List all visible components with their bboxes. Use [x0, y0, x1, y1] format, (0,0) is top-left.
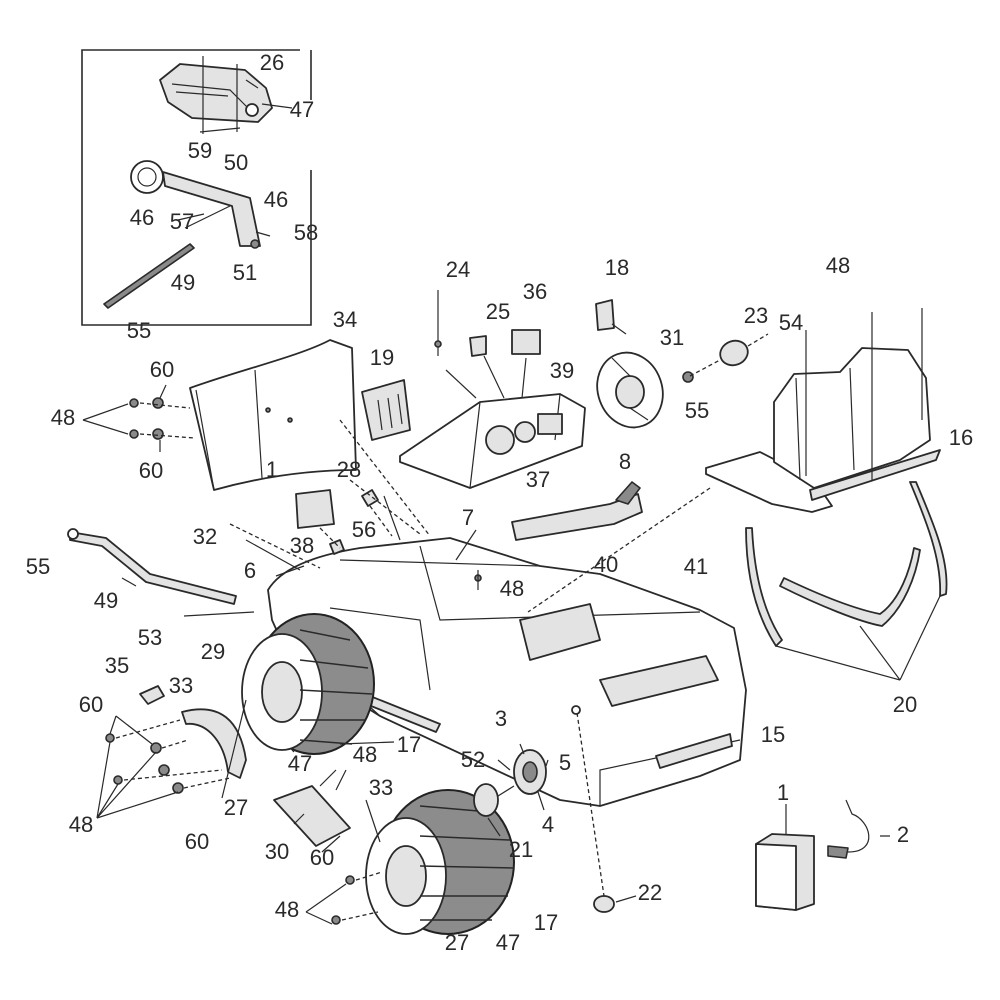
- callout-label: 55: [26, 554, 50, 579]
- callout-label: 25: [486, 299, 510, 324]
- callout-label: 55: [127, 318, 151, 343]
- callout-label: 6: [244, 558, 256, 583]
- seat-part: [705, 308, 941, 513]
- callout-label: 35: [105, 653, 129, 678]
- hood-screws: [82, 384, 196, 452]
- callout-label: 51: [233, 260, 257, 285]
- hood-part: [189, 339, 357, 491]
- battery-small-parts: [229, 419, 482, 590]
- callout-label: 29: [201, 639, 225, 664]
- callout-label: 57: [170, 209, 194, 234]
- callout-label: 27: [224, 795, 248, 820]
- callout-label: 30: [265, 839, 289, 864]
- callout-label: 48: [275, 897, 299, 922]
- callout-label: 49: [94, 588, 118, 613]
- callout-label: 34: [333, 307, 357, 332]
- callout-label: 7: [462, 505, 474, 530]
- callout-label: 4: [542, 812, 554, 837]
- callout-label: 60: [139, 458, 163, 483]
- foot-rest-part: [273, 769, 351, 853]
- callout-label: 48: [500, 576, 524, 601]
- callout-label: 60: [150, 357, 174, 382]
- callout-label: 32: [193, 524, 217, 549]
- callout-label: 8: [619, 449, 631, 474]
- callout-label: 27: [445, 930, 469, 955]
- car-body-part: [267, 537, 747, 807]
- callout-label: 52: [461, 747, 485, 772]
- callout-label: 28: [337, 457, 361, 482]
- callout-label: 60: [310, 845, 334, 870]
- seat-belt-parts: [745, 481, 948, 681]
- callout-label: 20: [893, 692, 917, 717]
- callout-label: 19: [370, 345, 394, 370]
- callout-label: 33: [369, 775, 393, 800]
- callout-label: 31: [660, 325, 684, 350]
- callout-label: 48: [69, 812, 93, 837]
- callout-label: 47: [496, 930, 520, 955]
- wire-harness-part: [67, 528, 255, 617]
- callout-label: 60: [185, 829, 209, 854]
- callout-label: 1: [266, 457, 278, 482]
- rear-tire-part: [305, 789, 515, 935]
- callout-label: 5: [559, 750, 571, 775]
- callout-label: 60: [79, 692, 103, 717]
- callout-label: 46: [130, 205, 154, 230]
- callout-label: 49: [171, 270, 195, 295]
- callout-label: 38: [290, 533, 314, 558]
- steering-column-part: [511, 481, 711, 613]
- dashboard-part: [399, 290, 627, 489]
- callout-label: 47: [290, 97, 314, 122]
- callout-label: 16: [949, 425, 973, 450]
- callout-label: 17: [397, 732, 421, 757]
- callout-label: 26: [260, 50, 284, 75]
- pedal-assembly-inset: [81, 49, 312, 326]
- callout-label: 18: [605, 255, 629, 280]
- callout-label: 36: [523, 279, 547, 304]
- callout-label: 48: [826, 253, 850, 278]
- steering-wheel-part: [596, 333, 769, 429]
- callout-label: 47: [288, 751, 312, 776]
- callout-label: 48: [353, 742, 377, 767]
- callout-label: 39: [550, 358, 574, 383]
- callout-label: 37: [526, 467, 550, 492]
- hood-decal-part: [361, 379, 411, 441]
- callout-label: 40: [594, 552, 618, 577]
- callout-label: 56: [352, 517, 376, 542]
- callout-label: 54: [779, 310, 803, 335]
- callout-label: 3: [495, 706, 507, 731]
- callout-label: 46: [264, 187, 288, 212]
- callout-label: 48: [51, 405, 75, 430]
- callout-label: 59: [188, 138, 212, 163]
- callout-label: 24: [446, 257, 470, 282]
- gearbox-part: [473, 743, 549, 837]
- charger-part: [755, 799, 890, 911]
- callout-label: 55: [685, 398, 709, 423]
- front-tire-part: [221, 613, 395, 799]
- callout-label: 33: [169, 673, 193, 698]
- callout-label: 17: [534, 910, 558, 935]
- callout-label: 21: [509, 837, 533, 862]
- callout-label: 53: [138, 625, 162, 650]
- callout-label: 15: [761, 722, 785, 747]
- callout-label: 58: [294, 220, 318, 245]
- callout-label: 22: [638, 880, 662, 905]
- callout-label: 23: [744, 303, 768, 328]
- callout-label: 41: [684, 554, 708, 579]
- button-part: [571, 705, 637, 913]
- front-fender-part: [96, 685, 247, 819]
- callout-label: 2: [897, 822, 909, 847]
- callout-label: 1: [777, 780, 789, 805]
- callout-label: 50: [224, 150, 248, 175]
